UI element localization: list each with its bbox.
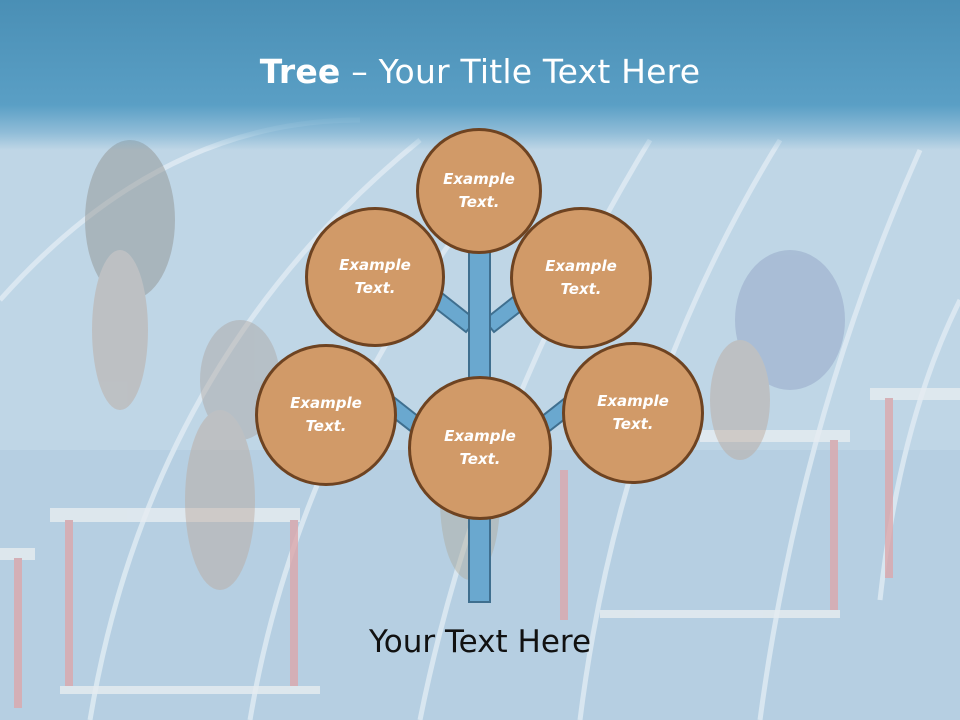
tree-node-lower-right: Example Text.	[562, 342, 704, 484]
title-rest: – Your Title Text Here	[340, 52, 701, 91]
tree-node-top: Example Text.	[416, 128, 542, 254]
title-banner	[0, 0, 960, 150]
title-bold: Tree	[259, 52, 341, 91]
tree-node-bottom-center: Example Text.	[408, 376, 552, 520]
footer-text: Your Text Here	[368, 624, 592, 660]
slide-title: Tree – Your Title Text Here	[0, 52, 960, 91]
tree-node-upper-left: Example Text.	[305, 207, 445, 347]
tree-node-lower-left: Example Text.	[255, 344, 397, 486]
tree-node-upper-right: Example Text.	[510, 207, 652, 349]
